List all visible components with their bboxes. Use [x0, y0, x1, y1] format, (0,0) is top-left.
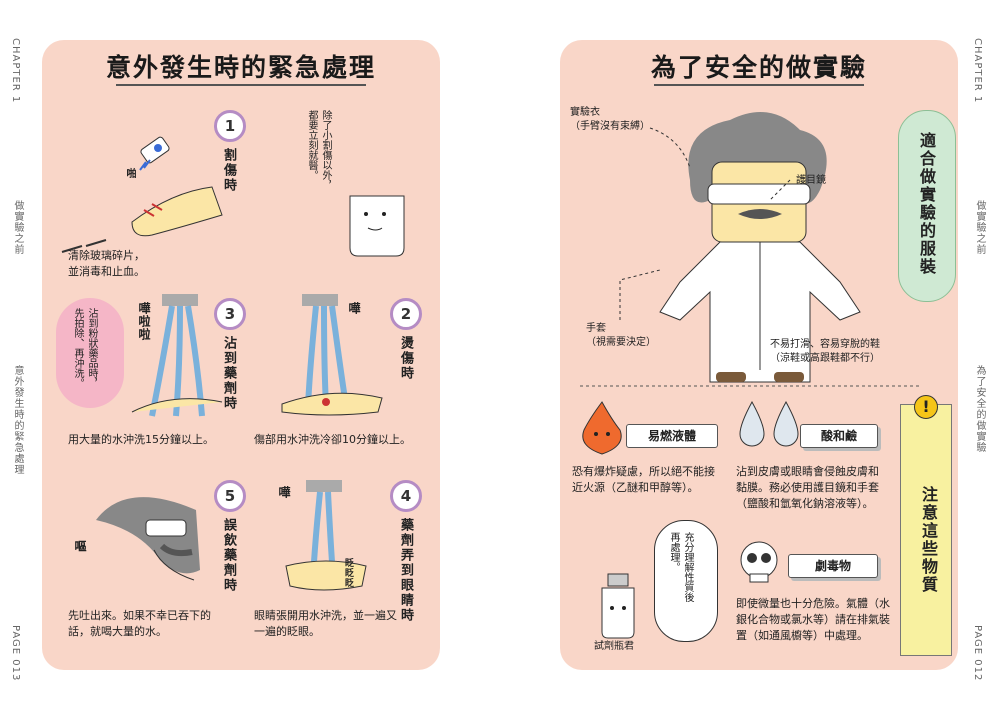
item-number-4: 4: [390, 480, 422, 512]
caption-burn: 傷部用水沖洗冷卻10分鐘以上。: [254, 433, 411, 446]
side-section-left: 做實驗之前: [12, 200, 23, 255]
item-number-2: 2: [390, 298, 422, 330]
hazard-tag-poison: 劇毒物: [788, 554, 878, 578]
caption-cut: 清除玻璃碎片，並消毒和止血。: [68, 249, 145, 278]
label-leader-lines: [619, 127, 791, 320]
note-powder: 沾到粉狀藥品時，先拍除、再沖洗。: [72, 308, 97, 388]
side-topic-right: 為了安全的做實驗: [974, 365, 985, 453]
page-title-left: 意外發生時的緊急處理: [105, 53, 376, 82]
clothing-title-box: [898, 110, 956, 302]
sfx-water-3: 嘩啦啦: [137, 302, 151, 341]
caption-swallow: 先吐出來。如果不幸已吞下的話，就喝大量的水。: [68, 609, 211, 638]
sfx-cut: 啪: [124, 168, 135, 179]
bottle-label: 試劑瓶君: [594, 641, 634, 652]
chemical-wash-illustration: [131, 294, 223, 417]
skull-character: [740, 541, 778, 583]
item-label-cut: 割傷時: [221, 148, 236, 193]
beaker-character: [349, 195, 405, 257]
item-label-eye: 藥劑弄到眼睛時: [398, 518, 413, 623]
label-shoes: 不易打滑、容易穿脫的鞋（涼鞋或高跟鞋都不行）: [770, 339, 880, 364]
droplet-characters: [739, 400, 799, 447]
note-powder-bubble: [56, 298, 124, 408]
label-gloves: 手套（視需要決定）: [586, 323, 656, 348]
speech-text: 充分理解性質後再處理。: [668, 532, 693, 602]
reagent-bottle-character: [601, 573, 635, 639]
caption-eye: 眼睛張開用水沖洗，並一遍又一遍的眨眼。: [254, 609, 397, 638]
left-page-panel: 意外發生時的緊急處理 1 割傷時 啪 除了小割傷以外，都要立刻就醫。 清除玻璃碎…: [42, 40, 440, 670]
cut-illustration: [61, 136, 223, 253]
hazard-text-flammable: 恐有爆炸疑慮，所以絕不能接近火源（乙醚和甲醇等）。: [572, 465, 715, 494]
burn-wash-illustration: [281, 294, 383, 416]
sfx-water-2: 嘩: [347, 302, 361, 315]
item-number-1: 1: [214, 110, 246, 142]
scientist-illustration: [659, 112, 861, 383]
vomit-illustration: [96, 497, 200, 581]
sfx-drink: 嘔: [73, 540, 87, 553]
side-section-right: 做實驗之前: [974, 200, 985, 255]
item-number-5: 5: [214, 480, 246, 512]
page-title-right: 為了安全的做實驗: [650, 53, 867, 82]
caption-chemical: 用大量的水沖洗15分鐘以上。: [68, 433, 214, 446]
caution-title: 注意這些物質: [919, 486, 938, 594]
right-page-panel: 為了安全的做實驗 實驗衣（手臂沒有束縛） 護目鏡 手套（視需要決定） 不易打滑、…: [560, 40, 958, 670]
eye-wash-illustration: [285, 480, 367, 591]
item-label-swallow: 誤飲藥劑時: [221, 518, 236, 593]
side-topic-left: 意外發生時的緊急處理: [12, 365, 23, 475]
caution-title-box: [900, 404, 952, 656]
page-number-left: PAGE 013: [10, 625, 21, 682]
item-label-burn: 燙傷時: [398, 336, 413, 381]
label-coat: 實驗衣（手臂沒有束縛）: [570, 107, 650, 132]
item-label-chemical: 沾到藥劑時: [221, 336, 236, 411]
page-number-right: PAGE 012: [972, 625, 983, 682]
speech-bubble: [654, 520, 718, 642]
sfx-eye: 眨眨眨: [343, 558, 353, 588]
section-divider: [580, 385, 920, 387]
clothing-title: 適合做實驗的服裝: [917, 132, 936, 276]
hazard-text-poison: 即使微量也十分危險。氣體（水銀化合物或氯水等）請在排氣裝置（如通風櫥等）中處理。: [736, 597, 890, 642]
label-goggles: 護目鏡: [796, 175, 826, 186]
hazard-tag-acid-base: 酸和鹼: [800, 424, 878, 448]
flame-character: [582, 401, 622, 455]
note-cut: 除了小割傷以外，都要立刻就醫。: [306, 110, 331, 190]
side-chapter-left: CHAPTER 1: [10, 38, 21, 104]
side-chapter-right: CHAPTER 1: [972, 38, 983, 104]
item-number-3: 3: [214, 298, 246, 330]
sfx-water-4: 嘩: [277, 486, 291, 499]
hazard-text-acid-base: 沾到皮膚或眼睛會侵蝕皮膚和黏膜。務必使用護目鏡和手套（鹽酸和氫氧化鈉溶液等）。: [736, 465, 879, 510]
warning-icon: !: [914, 395, 938, 419]
hazard-tag-flammable: 易燃液體: [626, 424, 718, 448]
